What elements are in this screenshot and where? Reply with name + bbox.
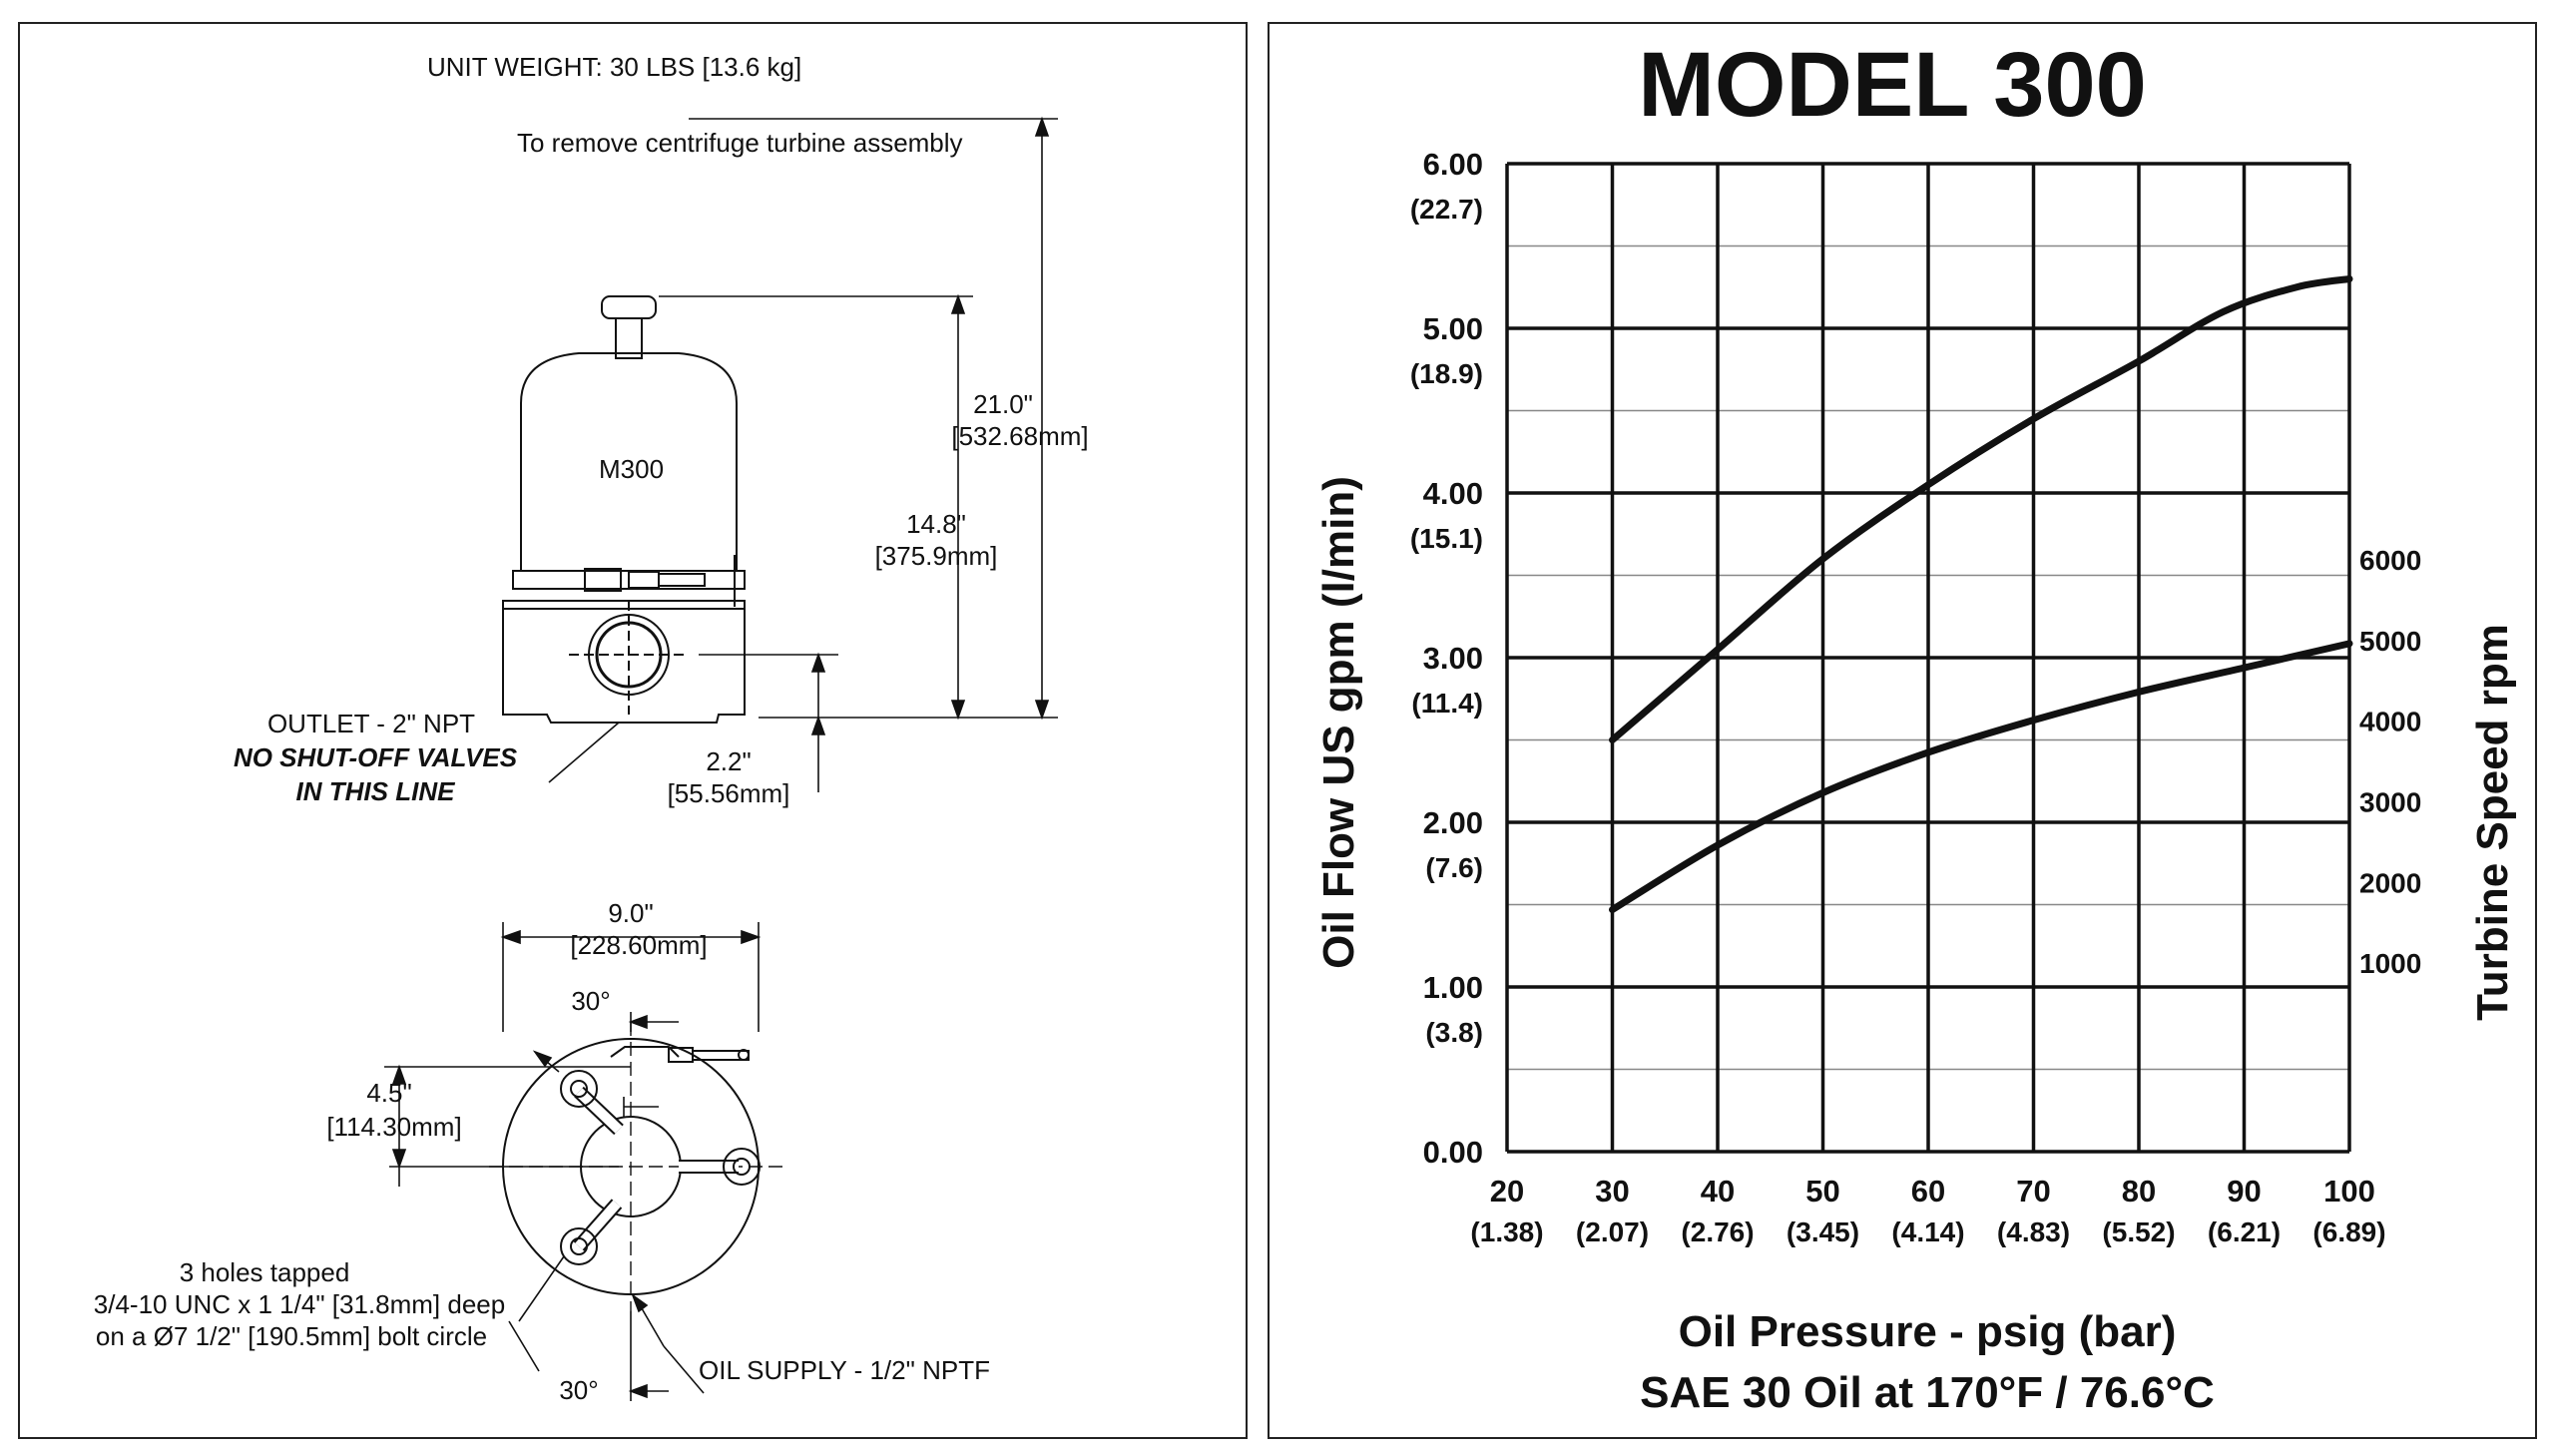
centrifuge-base	[502, 600, 746, 724]
y-tick-metric-label: (7.6)	[1425, 852, 1483, 883]
dim-height-total-mm: [532.68mm]	[951, 421, 1088, 451]
chart-series	[1609, 275, 2353, 914]
x-tick-label: 50	[1805, 1174, 1839, 1209]
dim-width-mm: [228.60mm]	[570, 930, 707, 960]
y2-tick-label: 6000	[2359, 545, 2421, 576]
x-tick-label: 30	[1595, 1174, 1629, 1209]
centrifuge-bowl	[520, 352, 738, 571]
x-axis-label: Oil Pressure - psig (bar)	[1679, 1307, 2177, 1356]
dimension-drawing-panel: UNIT WEIGHT: 30 LBS [13.6 kg] To remove …	[18, 22, 1248, 1439]
x-tick-label: 20	[1490, 1174, 1524, 1209]
dim-half: 4.5"	[366, 1078, 411, 1108]
x-tick-bar-label: (5.52)	[2102, 1216, 2175, 1247]
dim-height-body: 14.8"	[906, 509, 966, 539]
y-tick-metric-label: (22.7)	[1410, 194, 1483, 225]
holes-note-3: on a Ø7 1/2" [190.5mm] bolt circle	[96, 1321, 487, 1351]
x-tick-bar-label: (2.76)	[1681, 1216, 1754, 1247]
outlet-warning-1: NO SHUT-OFF VALVES	[234, 742, 518, 772]
x-tick-bar-label: (3.45)	[1787, 1216, 1859, 1247]
x-tick-label: 60	[1911, 1174, 1945, 1209]
x-tick-label: 40	[1701, 1174, 1735, 1209]
y-tick-label: 3.00	[1423, 641, 1483, 676]
holes-note-1: 3 holes tapped	[180, 1257, 350, 1287]
x-tick-label: 100	[2323, 1174, 2375, 1209]
unit-weight-text: UNIT WEIGHT: 30 LBS [13.6 kg]	[427, 52, 801, 82]
chart-title: MODEL 300	[1638, 34, 2147, 136]
x-tick-bar-label: (4.83)	[1997, 1216, 2070, 1247]
oil-flow-curve	[1609, 275, 2353, 743]
performance-chart: MODEL 300 0.00 1.00 2.00 3.00 4.00 5.00 6.00 (3…	[1314, 34, 2517, 1417]
model-label: M300	[599, 454, 664, 484]
y2-tick-label: 5000	[2359, 626, 2421, 657]
y2-tick-label: 4000	[2359, 707, 2421, 737]
x-tick-bar-label: (1.38)	[1470, 1216, 1543, 1247]
turbine-stem	[615, 317, 643, 359]
chart-subtitle: SAE 30 Oil at 170°F / 76.6°C	[1640, 1368, 2215, 1417]
oil-supply-label: OIL SUPPLY - 1/2" NPTF	[699, 1355, 990, 1385]
angle-top: 30°	[571, 986, 610, 1016]
x-tick-bar-label: (4.14)	[1891, 1216, 1964, 1247]
bolt-hole-1	[560, 1070, 598, 1108]
y-tick-label: 2.00	[1423, 805, 1483, 840]
y-tick-label: 6.00	[1423, 147, 1483, 182]
turbine-knob	[601, 295, 657, 319]
y-tick-label: 5.00	[1423, 311, 1483, 346]
dim-width: 9.0"	[608, 898, 653, 928]
performance-chart-panel: MODEL 300 0.00 1.00 2.00 3.00 4.00 5.00 6.00 (3…	[1268, 22, 2537, 1439]
bolt-hole-2	[560, 1227, 598, 1265]
bolt-hole-3	[723, 1148, 761, 1186]
removal-note: To remove centrifuge turbine assembly	[517, 128, 963, 158]
y2-tick-label: 2000	[2359, 867, 2421, 898]
dim-height-body-mm: [375.9mm]	[875, 541, 998, 571]
dimension-drawing: UNIT WEIGHT: 30 LBS [13.6 kg] To remove …	[94, 52, 1089, 1405]
y2-axis-label: Turbine Speed rpm	[2468, 624, 2517, 1021]
dim-outlet-height: 2.2"	[706, 746, 751, 776]
outlet-warning-2: IN THIS LINE	[296, 776, 456, 806]
y-tick-metric-label: (18.9)	[1410, 358, 1483, 389]
y-axis-label: Oil Flow US gpm (l/min)	[1314, 476, 1363, 969]
outlet-label: OUTLET - 2" NPT	[267, 709, 475, 738]
y-tick-metric-label: (15.1)	[1410, 523, 1483, 554]
x-tick-bar-label: (2.07)	[1576, 1216, 1649, 1247]
x-tick-bar-label: (6.89)	[2312, 1216, 2385, 1247]
y2-tick-label: 3000	[2359, 786, 2421, 817]
chart-ticks: 0.00 1.00 2.00 3.00 4.00 5.00 6.00 (3.8) (7.6) (1…	[1410, 147, 2421, 1247]
y-tick-label: 1.00	[1423, 970, 1483, 1005]
x-tick-label: 80	[2122, 1174, 2156, 1209]
y-tick-metric-label: (3.8)	[1425, 1017, 1483, 1048]
y-tick-metric-label: (11.4)	[1411, 688, 1483, 719]
dim-height-total: 21.0"	[973, 389, 1033, 419]
angle-bottom: 30°	[559, 1375, 598, 1405]
holes-note-2: 3/4-10 UNC x 1 1/4" [31.8mm] deep	[94, 1289, 505, 1319]
turbine-speed-curve	[1609, 640, 2353, 914]
x-tick-bar-label: (6.21)	[2208, 1216, 2281, 1247]
x-tick-label: 70	[2016, 1174, 2050, 1209]
chart-grid	[1505, 162, 2351, 1154]
y-tick-label: 0.00	[1423, 1135, 1483, 1170]
y2-tick-label: 1000	[2359, 948, 2421, 979]
x-tick-label: 90	[2227, 1174, 2261, 1209]
dim-half-mm: [114.30mm]	[326, 1112, 461, 1142]
y-tick-label: 4.00	[1423, 476, 1483, 511]
dim-outlet-height-mm: [55.56mm]	[668, 778, 790, 808]
